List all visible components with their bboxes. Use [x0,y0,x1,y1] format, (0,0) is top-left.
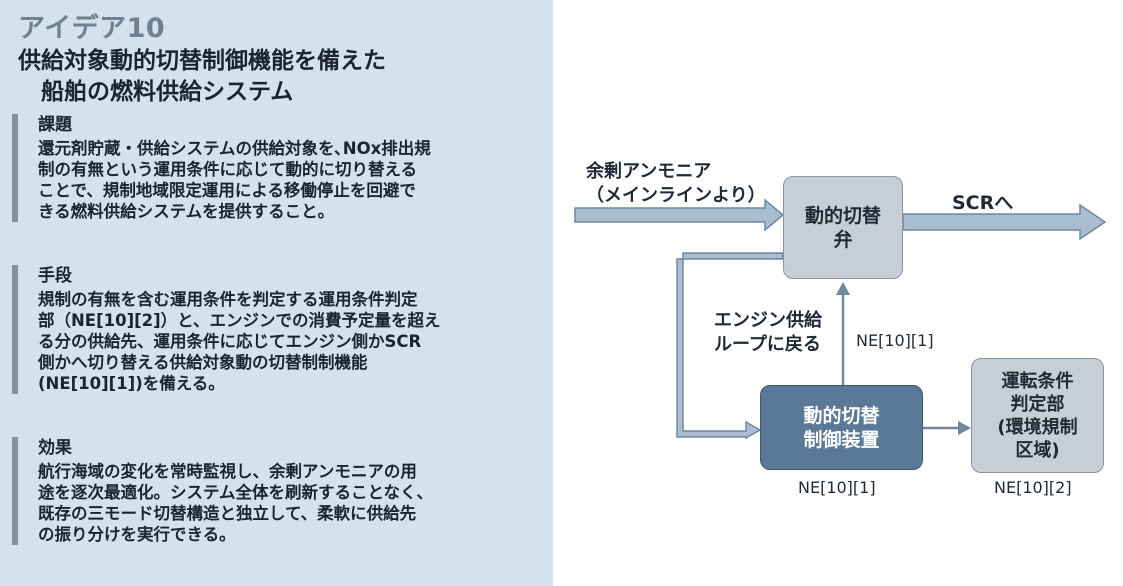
diagram-arrows [574,198,1107,440]
issue-heading: 課題 [38,115,72,135]
output-label: SCRへ [952,192,1014,214]
effect-heading: 効果 [38,438,72,458]
issue-body: 還元剤貯蔵・供給システムの供給対象を､NOx排出規 制の有無という運用条件に応じ… [38,139,431,221]
input-label: 余剰アンモニア （メインラインより） [586,161,766,206]
info-panel: アイデア10 供給対象動的切替制御機能を備えた 船舶の燃料供給システム 課題 還… [0,0,553,586]
control-arrow-head [836,282,850,295]
dynamic-switch-controller: 動的切替 制御装置 [760,385,923,470]
operating-condition-judge: 運転条件 判定部 (環境規制 区域) [971,358,1104,473]
ne-valve-label: NE[10][1] [856,331,934,350]
ne-judge-label: NE[10][2] [994,478,1072,497]
issue-section: 課題 還元剤貯蔵・供給システムの供給対象を､NOx排出規 制の有無という運用条件… [12,114,532,222]
means-body: 規制の有無を含む運用条件を判定する運用条件判定 部（NE[10][2]）と、エン… [38,290,441,393]
loop-label: エンジン供給 ループに戻る [714,310,822,355]
dynamic-switch-valve: 動的切替 弁 [783,176,903,279]
means-heading: 手段 [38,266,72,286]
effect-section: 効果 航行海域の変化を常時監視し、余剰アンモニアの用 途を逐次最適化。システム全… [12,437,532,545]
effect-body: 航行海域の変化を常時監視し、余剰アンモニアの用 途を逐次最適化。システム全体を刷… [38,462,434,544]
page-title: 供給対象動的切替制御機能を備えた 船舶の燃料供給システム [18,48,386,105]
judge-arrow-head [958,421,971,435]
idea-label: アイデア10 [18,13,166,44]
means-section: 手段 規制の有無を含む運用条件を判定する運用条件判定 部（NE[10][2]）と… [12,265,532,394]
output-arrow [902,203,1107,241]
loop-arrow [676,252,784,440]
input-arrow [574,198,785,232]
ne-controller-label: NE[10][1] [798,478,876,497]
flow-diagram: 余剰アンモニア （メインラインより） 動的切替 弁 SCRへ エンジン供給 ルー… [560,0,1123,586]
